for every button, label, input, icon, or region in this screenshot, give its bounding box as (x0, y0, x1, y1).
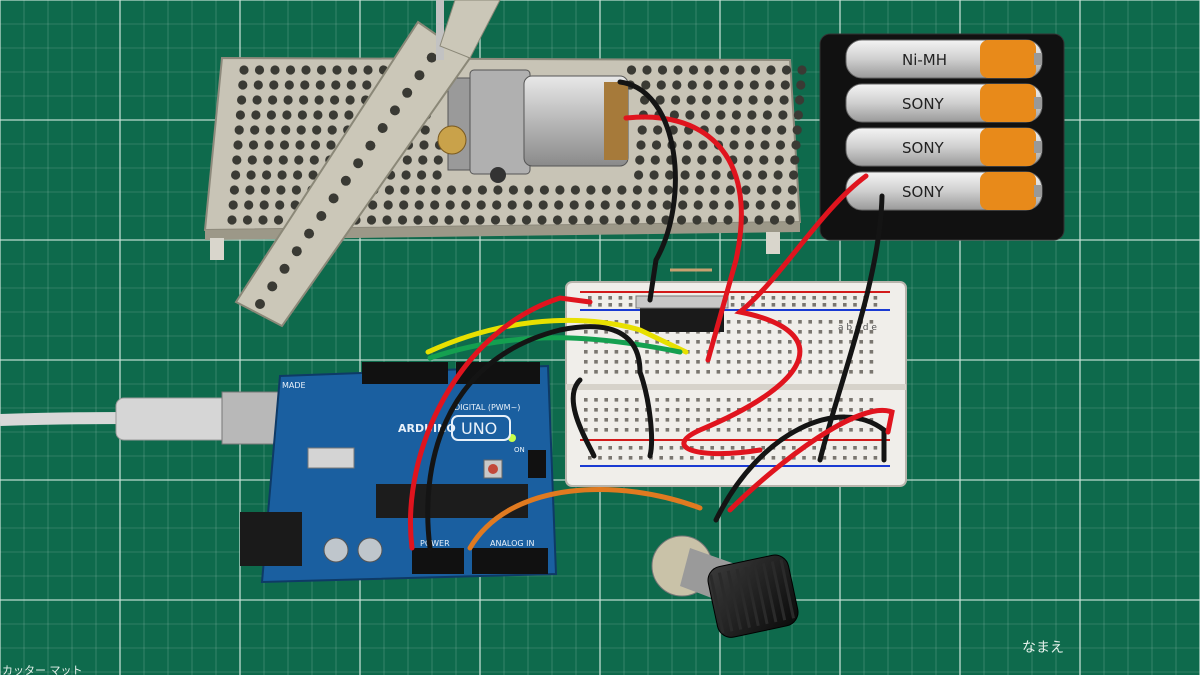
jumper-wires (408, 79, 895, 551)
arduino-uno: ARDUINO UNO DIGITAL (PWM~) ANALOG IN POW… (240, 362, 558, 584)
arduino-model-text: UNO (461, 419, 497, 438)
transistor (635, 268, 729, 332)
wire-orange-pot (467, 487, 703, 551)
dc-motor (437, 69, 629, 183)
wire-black-bb (570, 377, 597, 459)
wire-black-arduino (425, 324, 643, 551)
perforated-arm (234, 0, 501, 328)
battery-label: Ni-MH (902, 51, 947, 69)
wire-black-motor (617, 79, 678, 303)
battery: SONY (845, 171, 1043, 211)
arduino-header-text: DIGITAL (PWM~) (454, 403, 520, 412)
wire-red-motor (623, 114, 744, 363)
wire-black-pot (713, 414, 887, 523)
wire-green (427, 335, 683, 361)
arduino-power-text: POWER (420, 539, 450, 548)
arm-holes (255, 35, 449, 309)
knob-ribs (709, 559, 795, 634)
battery-label: SONY (902, 95, 945, 113)
wire-black-bb2 (637, 369, 654, 459)
wire-red-arduino (408, 295, 593, 551)
battery-label: SONY (902, 139, 945, 157)
battery: Ni-MH (845, 39, 1043, 79)
mat-edge-text: カッター マット (2, 664, 83, 675)
battery: SONY (845, 127, 1043, 167)
wire-yellow (425, 317, 689, 355)
potentiometer (651, 535, 799, 638)
battery-holder: Ni-MH SONY SONY SONY (819, 33, 1065, 241)
arduino-led-label: ON (514, 446, 525, 454)
arduino-made-text: MADE (282, 381, 306, 390)
battery-label: SONY (902, 183, 945, 201)
battery: SONY (845, 83, 1043, 123)
wire-red-battery (681, 173, 869, 457)
perfboard-holes (227, 65, 807, 225)
wire-red-pot (727, 408, 895, 513)
mat-corner-text: なまえ (1022, 640, 1064, 656)
arduino-analog-text: ANALOG IN (490, 539, 535, 548)
battery-pack: Ni-MH SONY SONY SONY (845, 39, 1043, 211)
